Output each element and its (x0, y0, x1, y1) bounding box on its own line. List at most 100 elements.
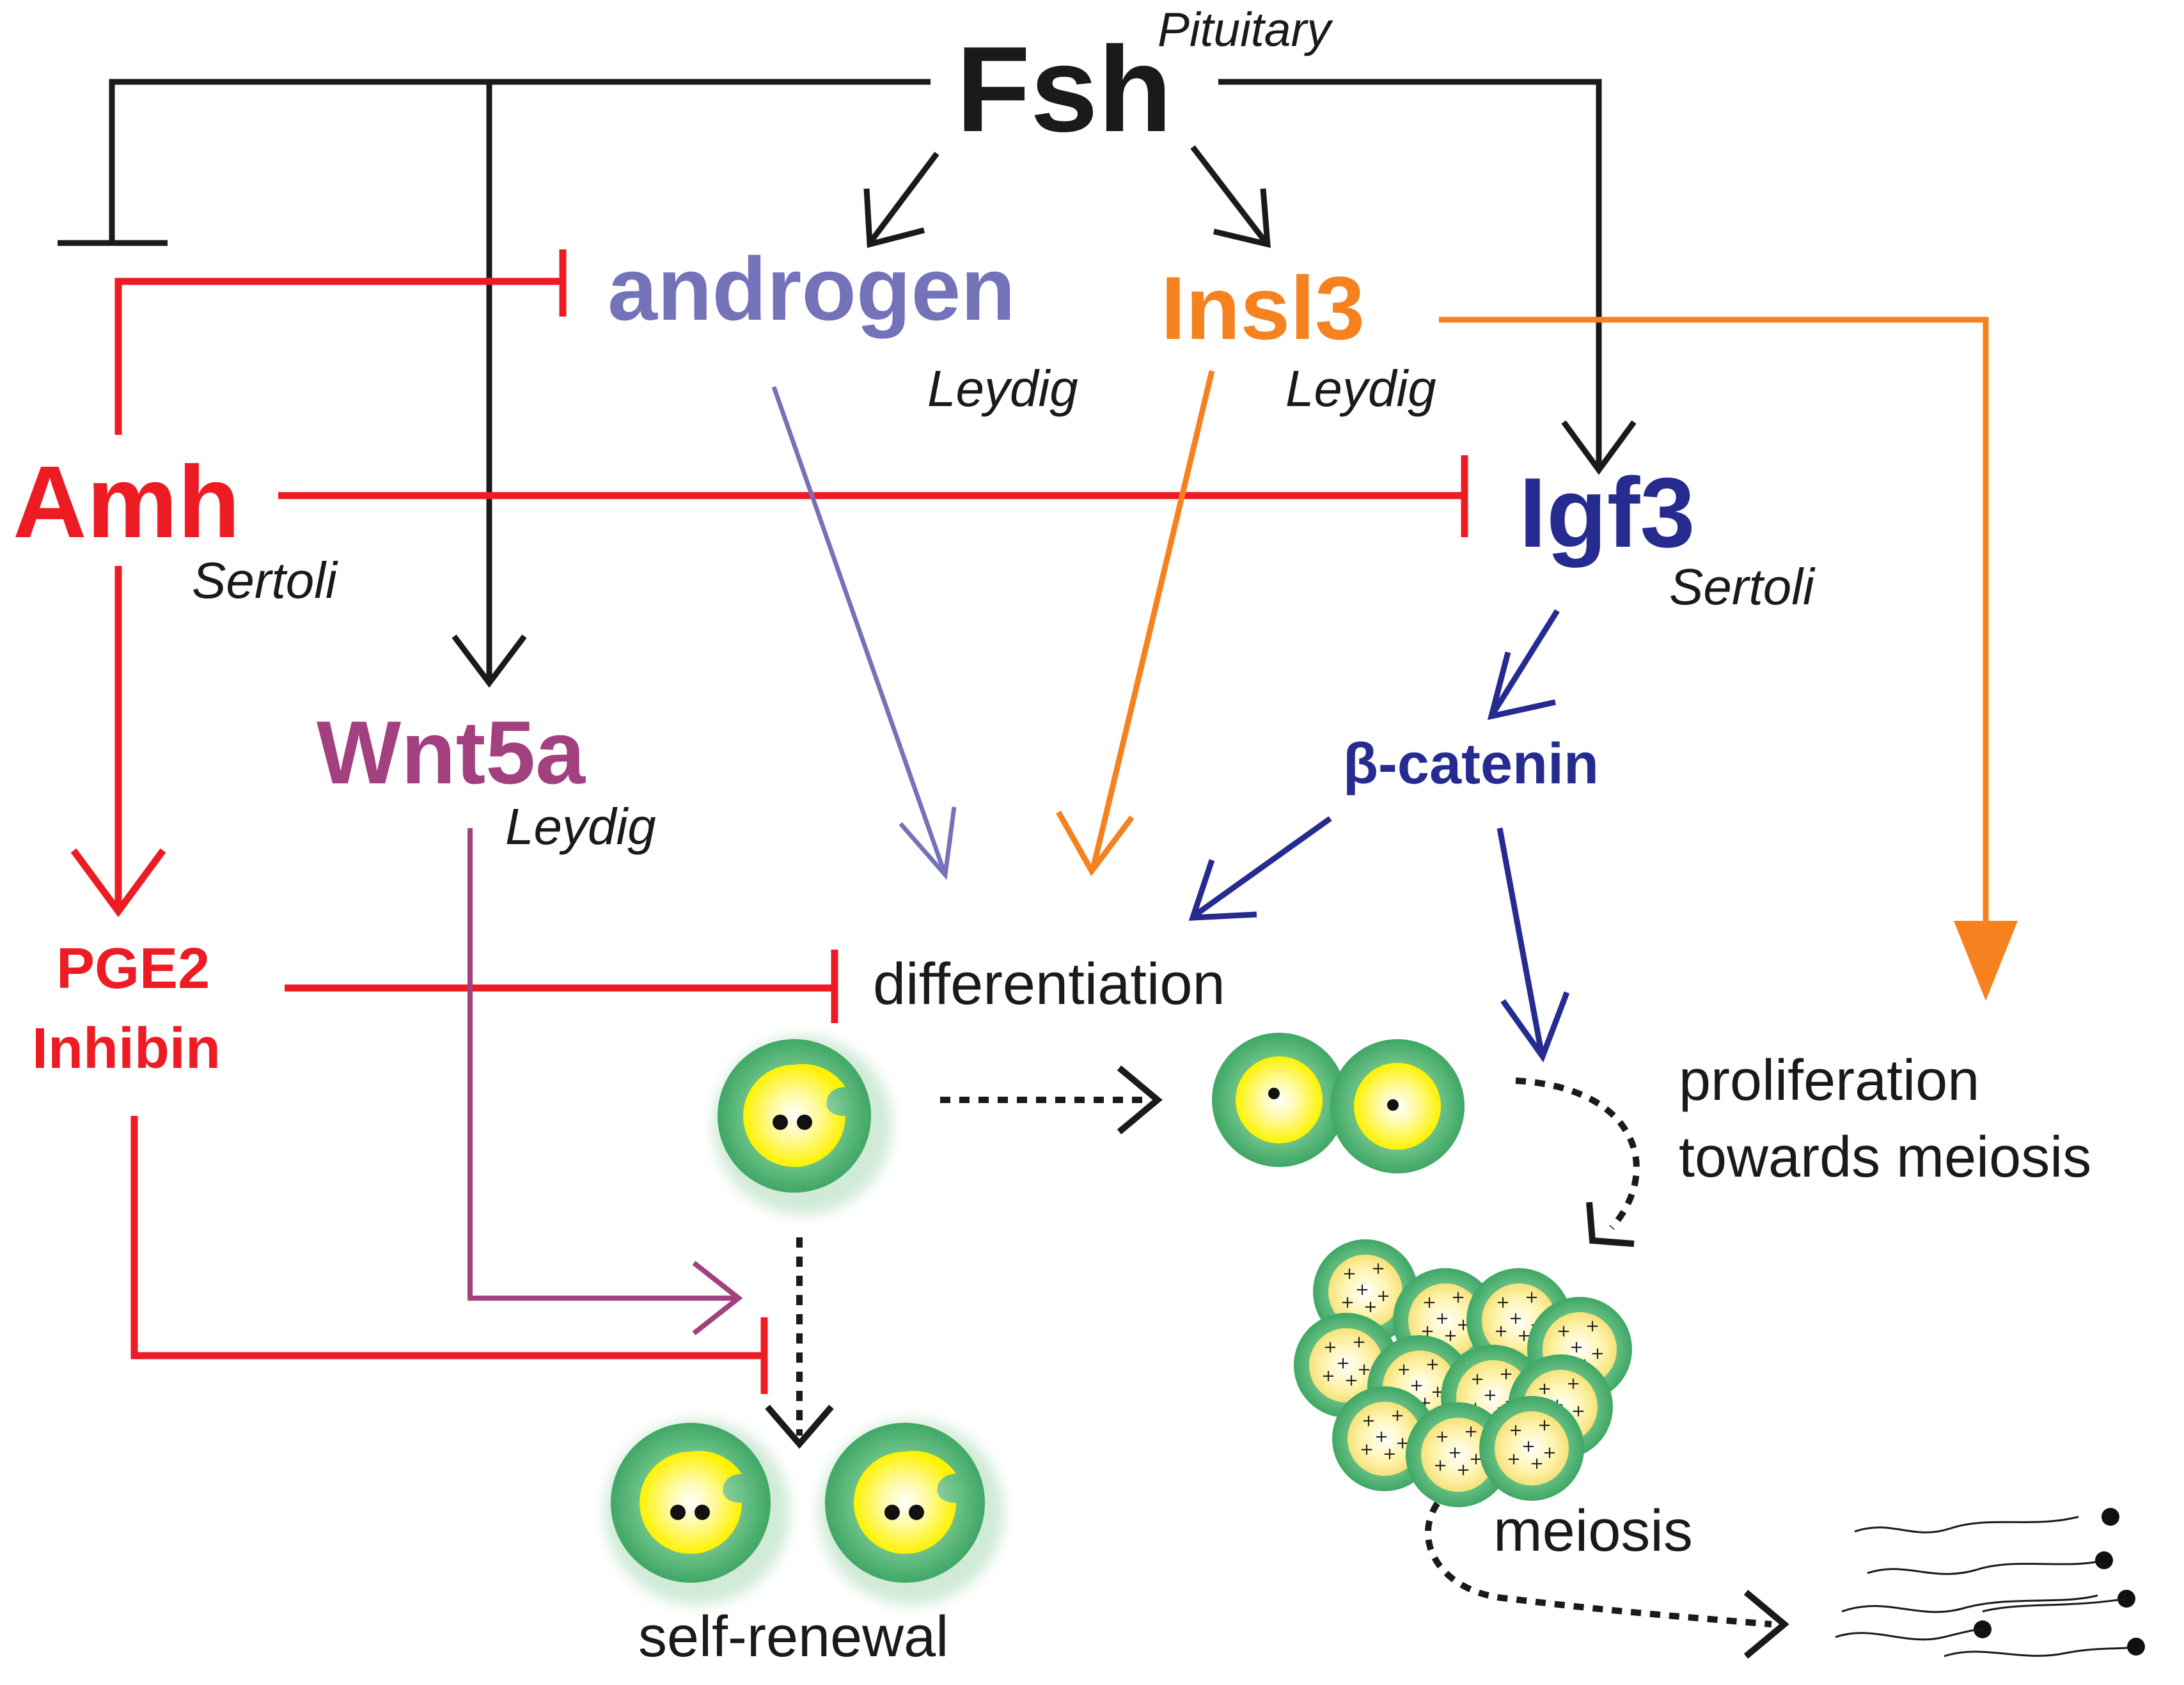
self-renewal-cell-pair (604, 1420, 1004, 1605)
fsh-inhibit-amh-line (109, 79, 931, 243)
chromosome-mark: + (1376, 1287, 1390, 1306)
chromosome-mark: + (1569, 1338, 1583, 1357)
beta-catenin-to-differentiation-head (1188, 859, 1257, 921)
self-renewal-label: self-renewal (638, 1605, 948, 1669)
process-arrow-heads (765, 1065, 1789, 1659)
proliferation-label-line2: towards meiosis (1679, 1125, 2091, 1189)
wnt5a-label: Wnt5a (317, 702, 586, 803)
chromosome-mark: + (1557, 1322, 1571, 1341)
chromosome-mark: + (1521, 1437, 1536, 1456)
amh-source-label: Sertoli (192, 552, 338, 609)
chromosome-mark: + (1363, 1297, 1378, 1317)
amh-label: Amh (13, 444, 240, 559)
chromosome-mark: + (1362, 1411, 1376, 1430)
beta-catenin-to-proliferation-line (1497, 827, 1544, 1053)
wnt5a-to-self-renewal (467, 828, 743, 1336)
pge2-inhibit-self-renewal-line (130, 1116, 764, 1360)
inhibin-label: Inhibin (32, 1017, 221, 1081)
insl3-connectors (1056, 317, 2018, 1001)
chromosome-mark: + (1443, 1326, 1457, 1345)
spermatocyte-cluster: ++++++++++++++++++++++++++++++++++++++++… (1294, 1239, 1632, 1507)
chromosome-mark: + (1507, 1450, 1521, 1469)
fsh-connectors (58, 79, 1637, 688)
chromosome-mark: + (1397, 1360, 1411, 1379)
chromosome-mark: + (1426, 1355, 1440, 1374)
chromosome-mark: + (1537, 1379, 1552, 1399)
chromosome-mark: + (1517, 1326, 1531, 1345)
pituitary-label: Pituitary (1158, 3, 1333, 56)
chromosome-mark: + (1469, 1450, 1483, 1469)
spermatocyte-nucleus (1421, 1418, 1495, 1492)
insl3-to-differentiation-head (1056, 810, 1135, 877)
spermatogonium-cell (713, 1036, 892, 1215)
chromosome-mark: + (1357, 1360, 1371, 1379)
meiosis-label: meiosis (1493, 1498, 1693, 1564)
insl3-source-label: Leydig (1285, 360, 1436, 417)
meiosis-dotted-arrow (1424, 1468, 1772, 1627)
chromosome-mark: + (1494, 1322, 1508, 1341)
insl3-to-proliferation-head (1954, 921, 2018, 1001)
fsh-label: Fsh (956, 22, 1172, 157)
fsh-to-insl3-line (1190, 145, 1269, 245)
fsh-to-androgen-line (867, 152, 939, 245)
igf3-connectors (1188, 609, 1570, 1063)
igf3-source-label: Sertoli (1669, 558, 1816, 615)
chromosome-mark: + (1395, 1434, 1410, 1453)
wnt5a-source-label: Leydig (505, 798, 656, 855)
chromosome-mark: + (1435, 1427, 1449, 1446)
chromosome-mark: + (1383, 1445, 1397, 1464)
chromosome-mark: + (1537, 1416, 1552, 1435)
chromosome-mark: + (1435, 1309, 1449, 1328)
chromosome-mark: + (1509, 1421, 1523, 1440)
proliferation-dotted-arrow (1515, 1078, 1640, 1230)
amh-inhibit-androgen-line (114, 278, 563, 435)
chromosome-mark: + (1530, 1454, 1544, 1473)
igf3-to-beta-catenin-head (1487, 651, 1556, 720)
chromosome-mark: + (1410, 1376, 1424, 1395)
chromosome-mark: + (1342, 1264, 1356, 1283)
androgen-source-label: Leydig (927, 360, 1078, 417)
chromosome-mark: + (1470, 1370, 1484, 1389)
differentiation-label: differentiation (873, 952, 1225, 1017)
spermatocyte-nucleus (1495, 1411, 1569, 1485)
chromosome-mark: + (1571, 1402, 1585, 1421)
chromosome-mark: + (1499, 1365, 1513, 1384)
insl3-to-proliferation-line (1439, 317, 1989, 972)
differentiated-cell-pair (1212, 1033, 1465, 1173)
chromosome-mark: + (1340, 1293, 1355, 1312)
chromosome-mark: + (1483, 1386, 1497, 1405)
chromosome-mark: + (1509, 1309, 1523, 1328)
insl3-label: Insl3 (1161, 258, 1365, 358)
fsh-to-androgen-head (863, 188, 925, 248)
proliferation-label-line1: proliferation (1679, 1049, 1979, 1113)
chromosome-mark: + (1591, 1344, 1605, 1363)
spermatocyte-nucleus (1309, 1328, 1383, 1402)
chromosome-mark: + (1464, 1422, 1478, 1441)
beta-catenin-to-differentiation-line (1194, 816, 1332, 917)
process-arrows (796, 1078, 1772, 1627)
fsh-to-igf3-head (1561, 420, 1637, 475)
igf3-to-beta-catenin-line (1491, 609, 1560, 715)
beta-catenin-label: β-catenin (1343, 732, 1599, 796)
chromosome-mark: + (1525, 1288, 1539, 1307)
chromosome-mark: + (1374, 1427, 1388, 1446)
chromosome-mark: + (1433, 1456, 1447, 1475)
igf3-label: Igf3 (1519, 457, 1695, 568)
chromosome-mark: + (1456, 1461, 1470, 1480)
androgen-to-differentiation (771, 386, 957, 881)
chromosome-mark: + (1323, 1338, 1337, 1357)
amh-connectors (70, 249, 1468, 1394)
insl3-to-differentiation-line (1090, 370, 1215, 868)
chromosome-mark: + (1352, 1333, 1366, 1352)
chromosome-mark: + (1422, 1293, 1436, 1312)
chromosome-mark: + (1451, 1288, 1465, 1307)
chromosome-mark: + (1566, 1374, 1580, 1393)
chromosome-mark: + (1371, 1259, 1385, 1278)
fsh-to-igf3-line (1218, 79, 1602, 467)
amh-to-pge2-head (70, 848, 166, 918)
chromosome-mark: + (1344, 1371, 1358, 1390)
chromosome-mark: + (1448, 1443, 1462, 1462)
fsh-to-insl3-head (1213, 188, 1271, 248)
chromosome-mark: + (1585, 1317, 1599, 1336)
